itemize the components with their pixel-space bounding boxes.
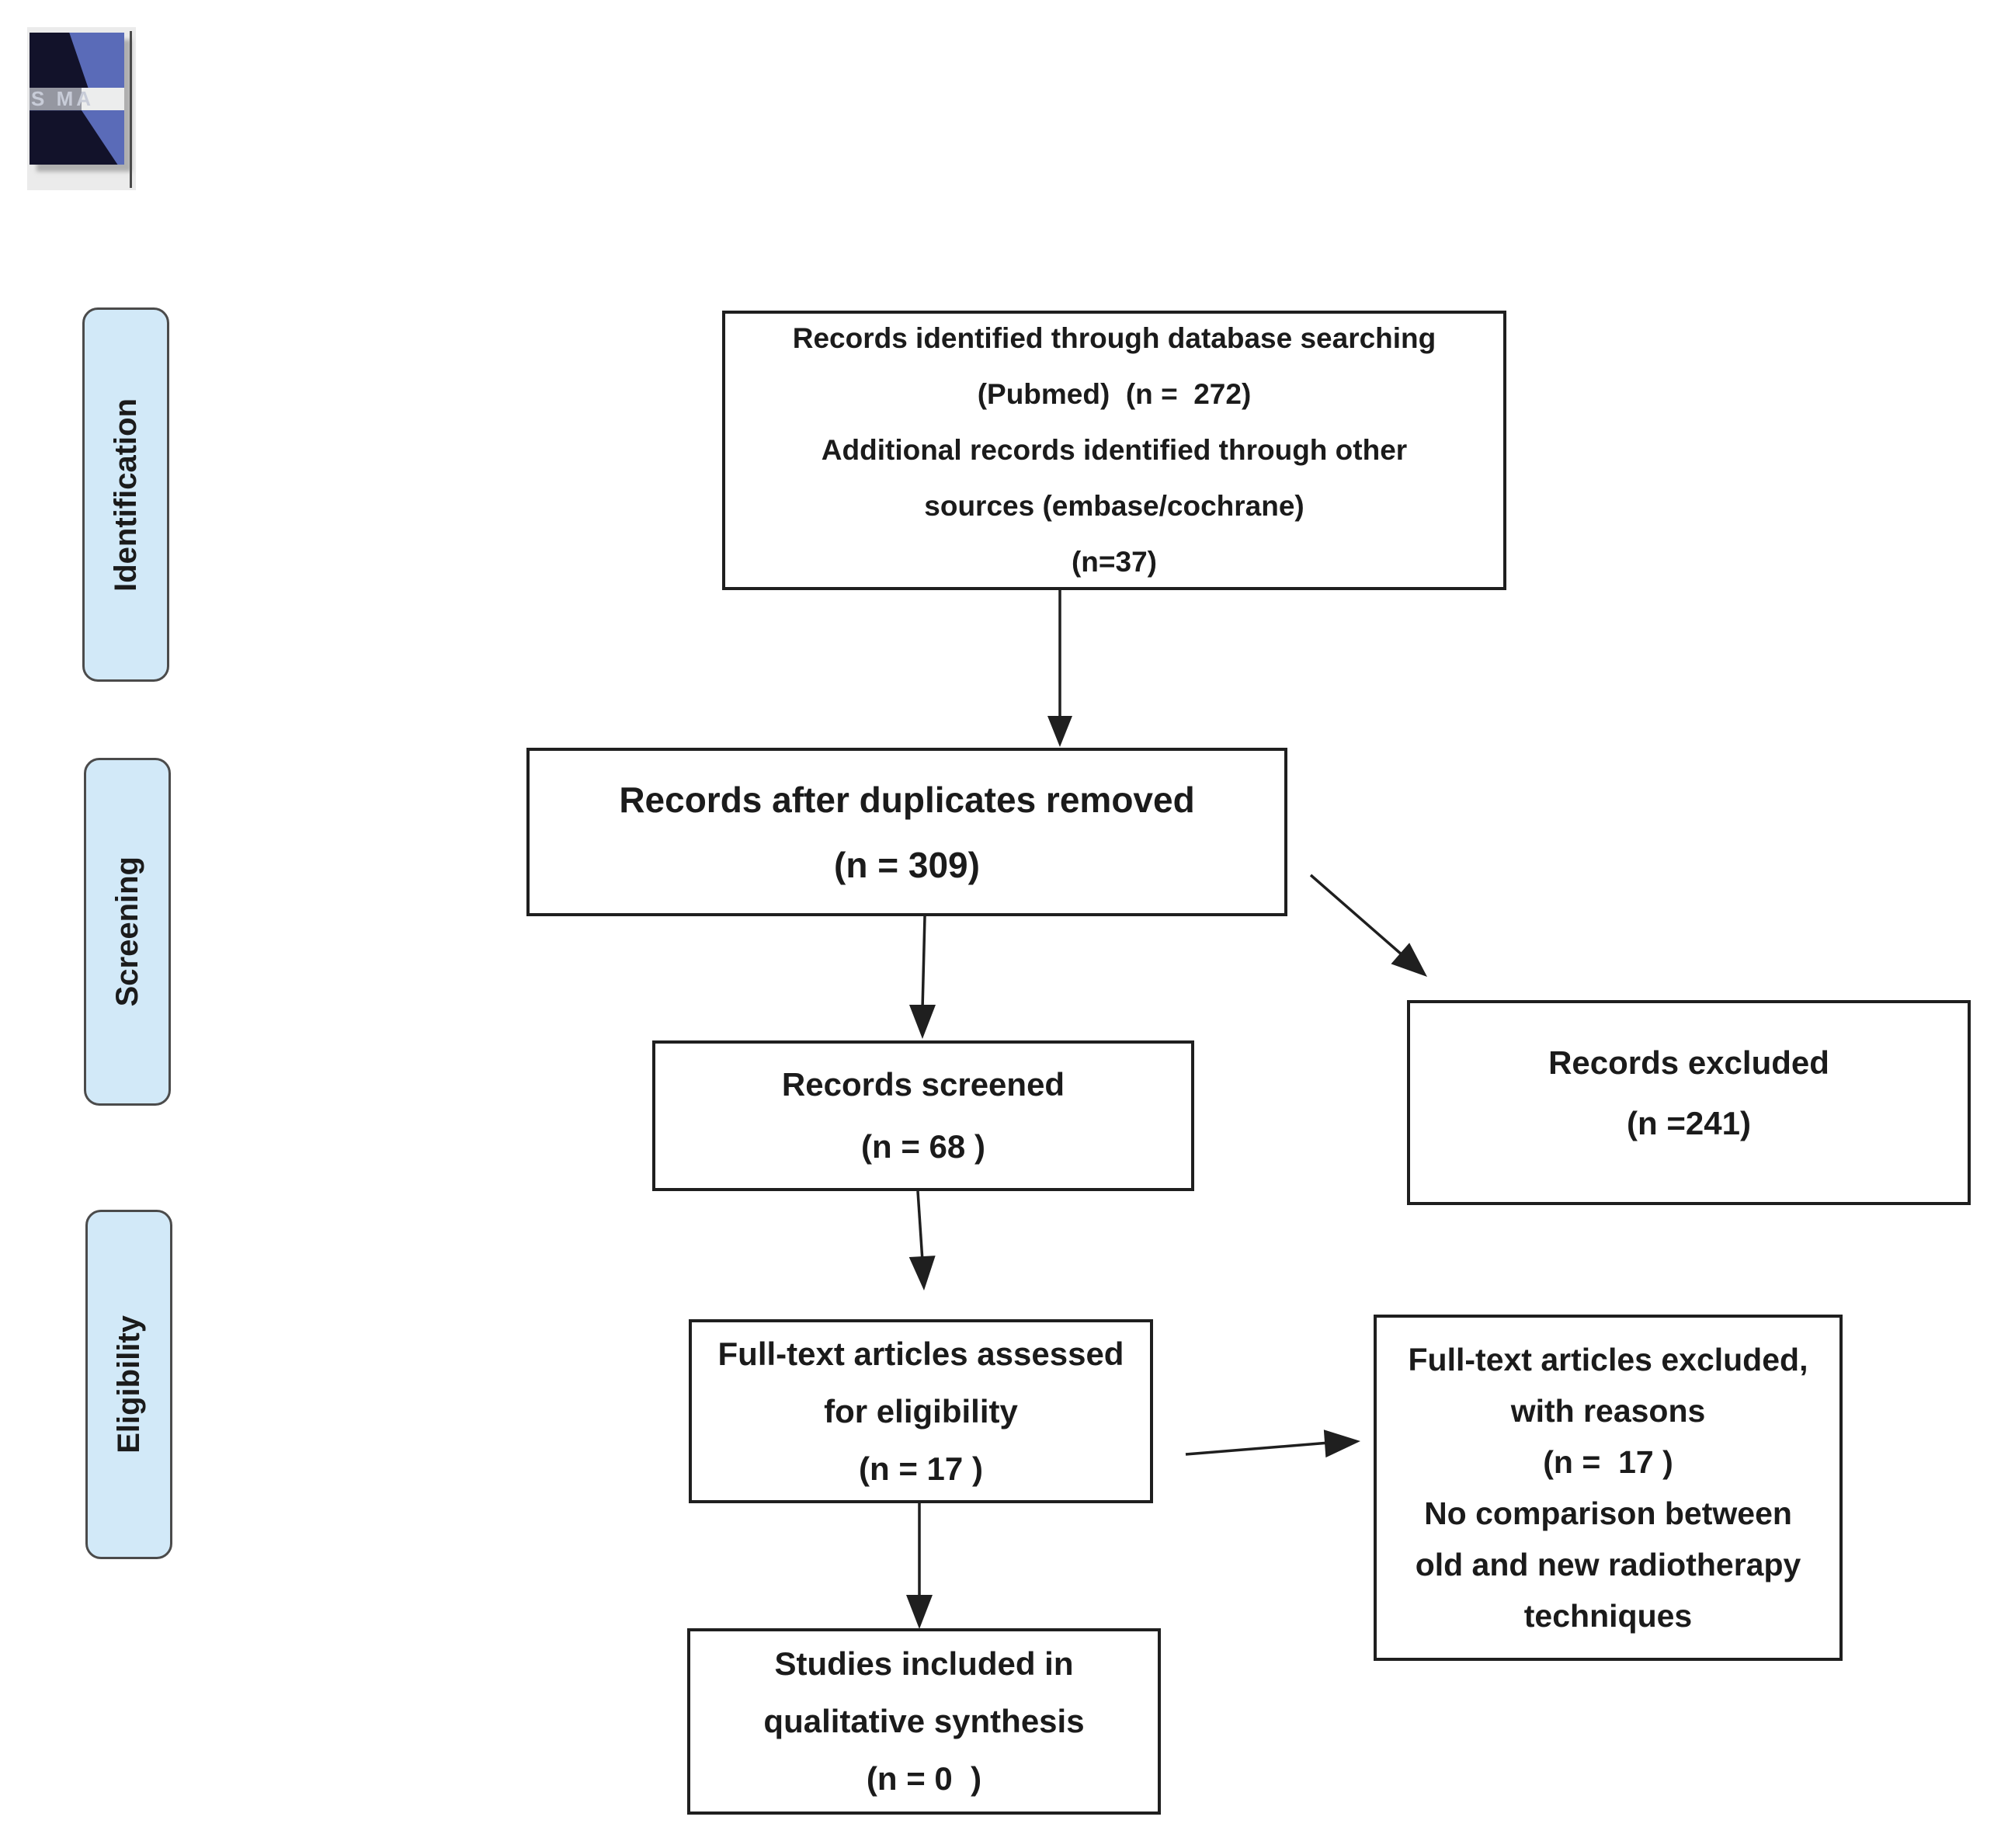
box-records-identified: Records identified through database sear… xyxy=(722,311,1506,590)
box-records-excluded: Records excluded (n =241) xyxy=(1407,1000,1971,1205)
box-records-excluded-text: Records excluded (n =241) xyxy=(1548,1044,1829,1141)
box-fulltext-assessed: Full-text articles assessed for eligibil… xyxy=(689,1319,1153,1503)
arrow-deduplicated-to-screened xyxy=(909,915,936,1039)
logo-navy-bottom-triangle xyxy=(30,110,118,165)
stage-pill-screening: Screening xyxy=(84,758,171,1106)
arrow-fulltext-to-included xyxy=(906,1503,933,1629)
box-fulltext-excluded-text: Full-text articles excluded, with reason… xyxy=(1408,1342,1808,1634)
box-studies-included-text: Studies included in qualitative synthesi… xyxy=(763,1645,1085,1797)
stage-label-identification: Identification xyxy=(108,398,143,592)
stage-label-screening: Screening xyxy=(109,856,144,1007)
box-records-identified-text: Records identified through database sear… xyxy=(792,322,1436,578)
box-records-screened: Records screened (n = 68 ) xyxy=(652,1040,1194,1191)
prisma-logo: S MA xyxy=(30,33,124,165)
stage-pill-eligibility: Eligibility xyxy=(85,1210,172,1559)
box-duplicates-removed: Records after duplicates removed (n = 30… xyxy=(526,748,1287,916)
logo-band-text: S MA xyxy=(31,88,94,111)
box-duplicates-removed-text: Records after duplicates removed (n = 30… xyxy=(619,779,1195,885)
box-records-screened-text: Records screened (n = 68 ) xyxy=(781,1066,1065,1165)
page-edge-line xyxy=(130,31,132,188)
arrow-fulltext-to-fulltext-excluded xyxy=(1185,1429,1360,1458)
arrow-identified-to-deduplicated xyxy=(1047,589,1072,747)
box-fulltext-excluded: Full-text articles excluded, with reason… xyxy=(1374,1315,1843,1661)
stage-pill-identification: Identification xyxy=(82,307,169,682)
box-studies-included: Studies included in qualitative synthesi… xyxy=(687,1628,1161,1815)
arrow-deduplicated-to-excluded xyxy=(1309,874,1427,977)
box-fulltext-assessed-text: Full-text articles assessed for eligibil… xyxy=(717,1335,1124,1487)
arrow-screened-to-fulltext xyxy=(908,1190,936,1290)
stage-label-eligibility: Eligibility xyxy=(111,1315,146,1454)
logo-band: S MA xyxy=(30,88,124,111)
logo-navy-top-triangle xyxy=(30,33,89,89)
